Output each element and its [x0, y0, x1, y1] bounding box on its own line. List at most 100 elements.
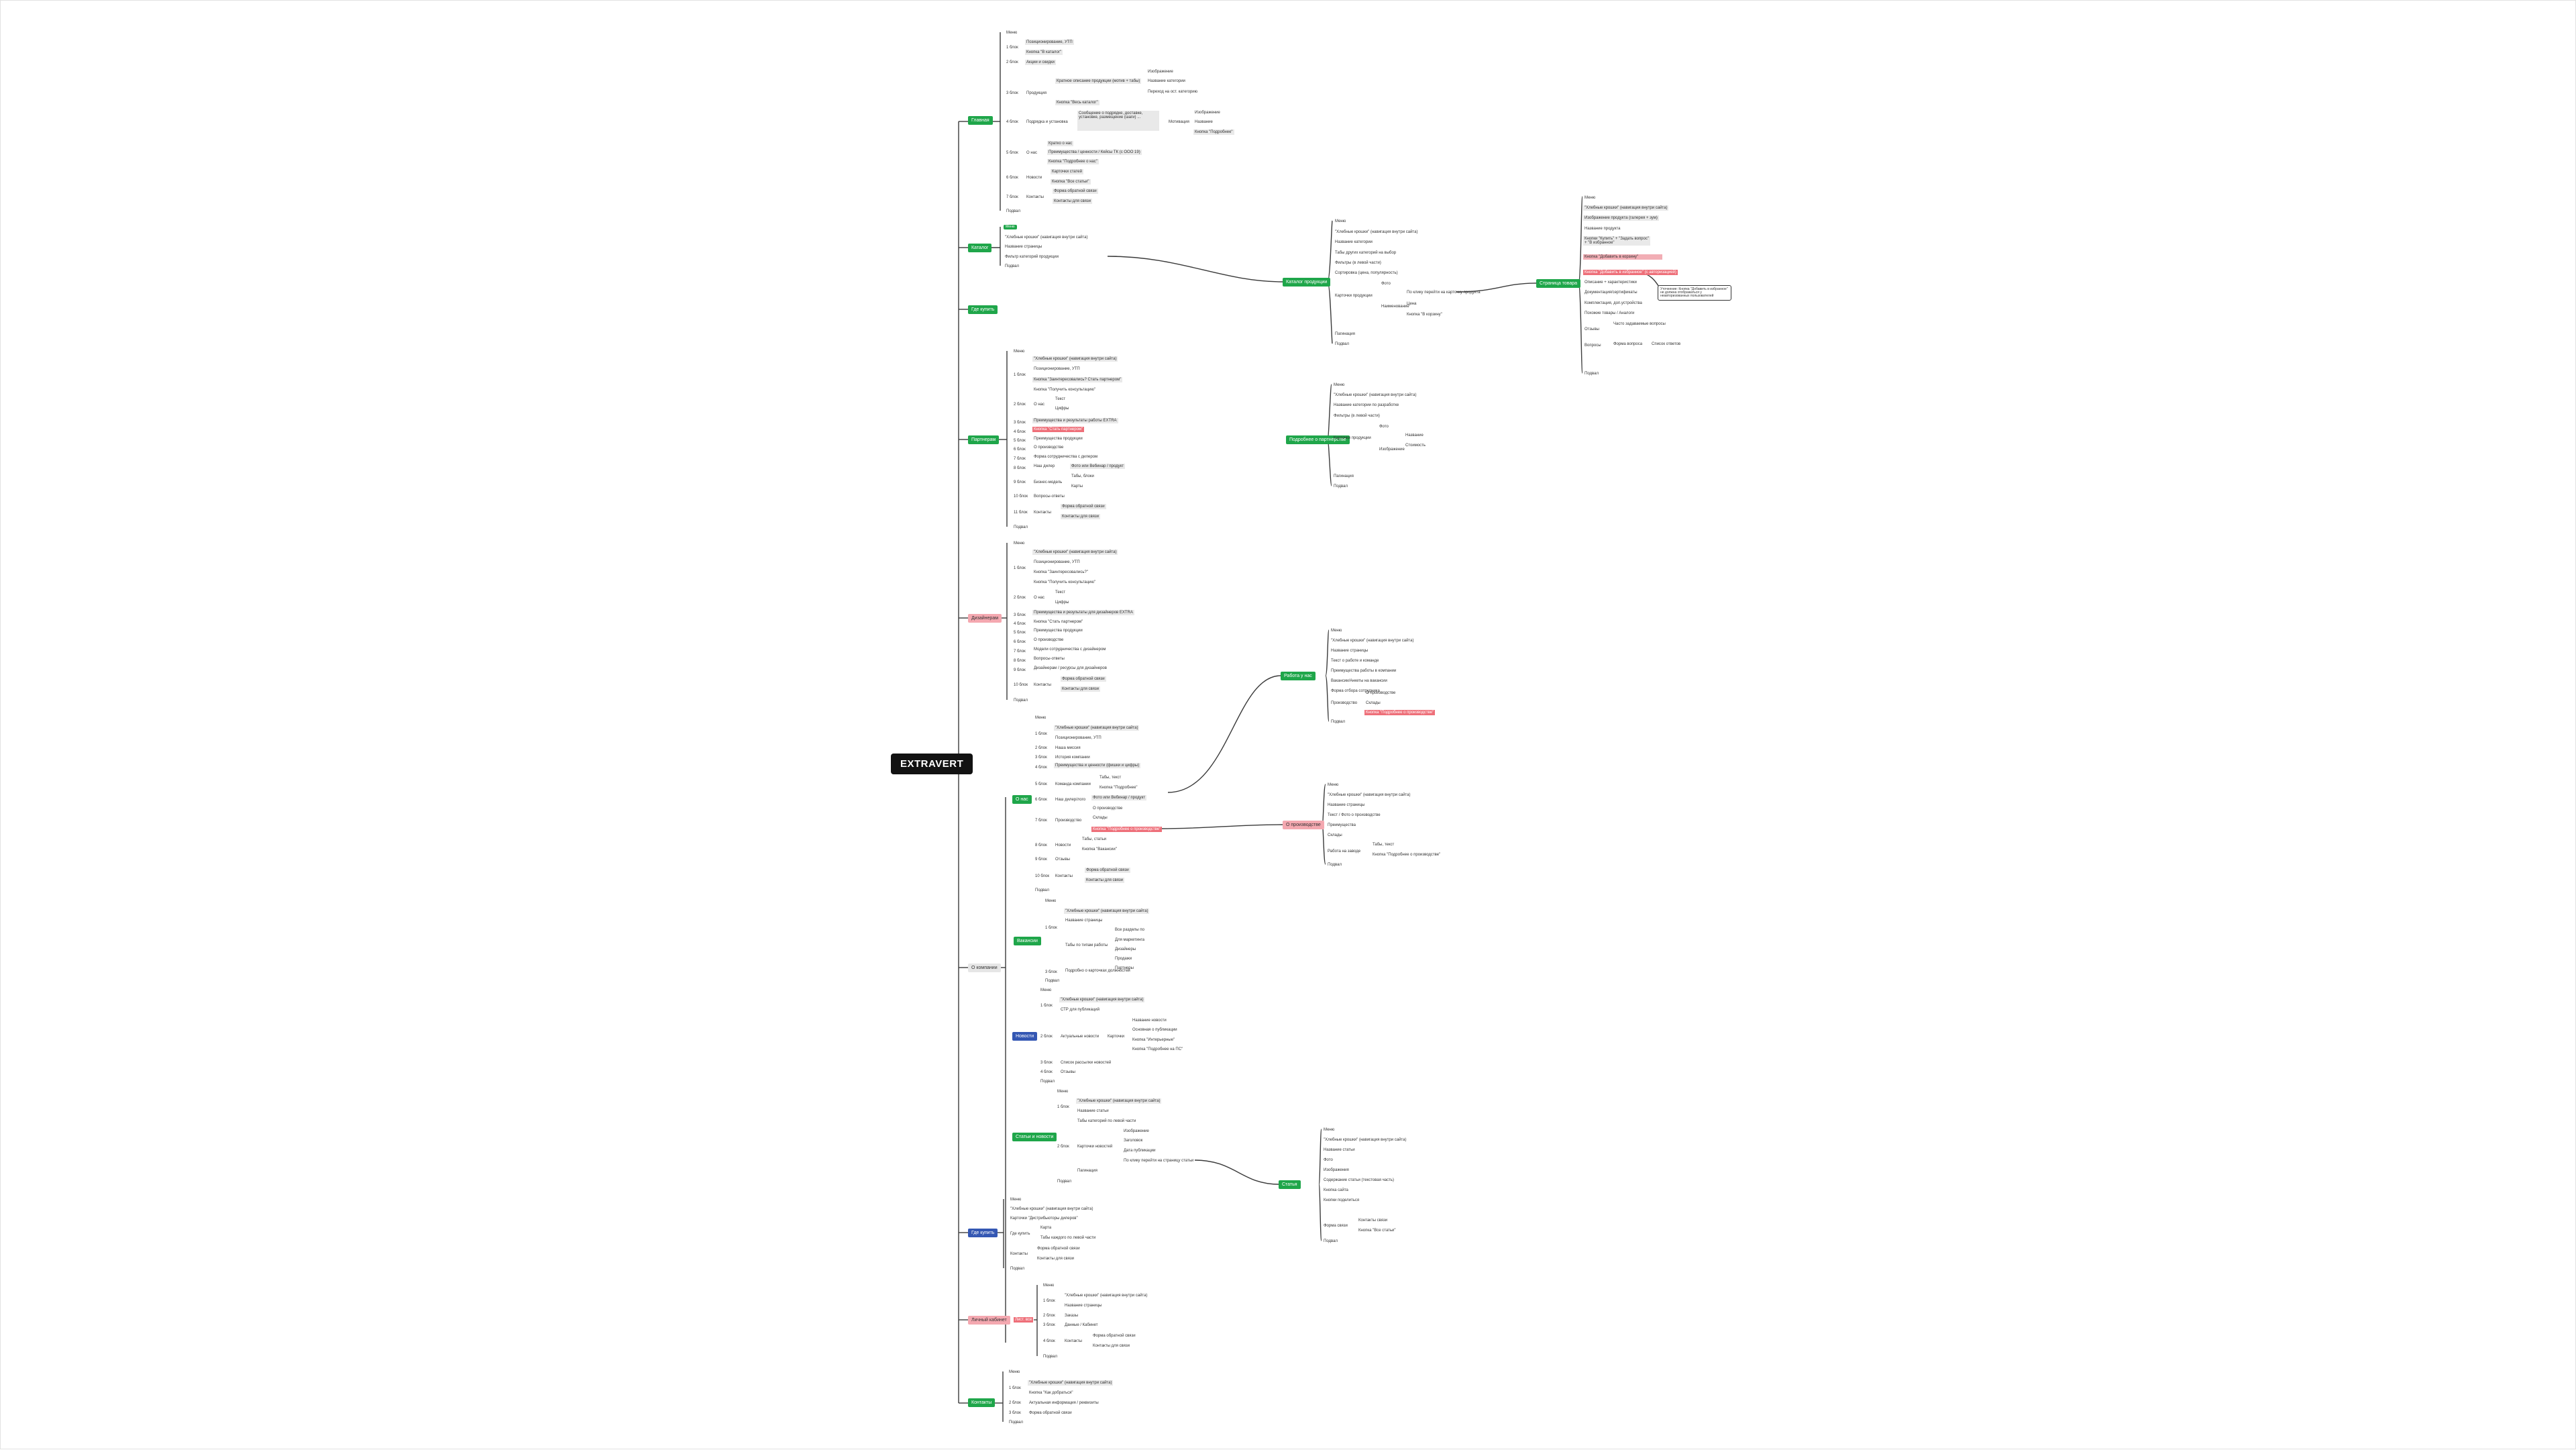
statya-forma-leaf: Контакты связи — [1358, 1219, 1388, 1223]
section-postavshchikam[interactable]: Где купить — [968, 305, 998, 314]
dizayneram-menu: Меню — [1014, 541, 1025, 546]
product-footer: Подвал — [1585, 372, 1599, 376]
product-item: Меню — [1585, 196, 1596, 200]
partneram-b1: 1 блок — [1014, 373, 1026, 377]
section-gde-kupit[interactable]: Где купить — [968, 1229, 998, 1237]
page-rabota[interactable]: Работа у нас — [1281, 672, 1316, 680]
section-glavnaya[interactable]: Главная — [968, 116, 993, 125]
o-nas-b8: 8 блок — [1035, 843, 1047, 847]
page-product[interactable]: Страница товара — [1536, 279, 1581, 288]
o-nas-b8-item: Кнопка "Вакансии" — [1082, 847, 1117, 851]
vakansii-b2-item: Дизайнеры — [1115, 947, 1136, 951]
catalog-page-item: Сортировка (цена, популярность) — [1335, 271, 1398, 275]
product-item: Название продукта — [1585, 227, 1621, 231]
glavnaya-footer: Подвал — [1006, 209, 1020, 213]
connector-line — [1322, 784, 1326, 825]
section-lichny-kabinet[interactable]: Личный кабинет — [968, 1316, 1010, 1325]
partneram-b11: 11 блок — [1014, 511, 1028, 515]
kontakty-b3-item: Форма обратной связи — [1029, 1411, 1072, 1415]
partner-cards-leaf: Фото — [1379, 425, 1389, 429]
kontakty-b1-item: Кнопка "Как добраться" — [1029, 1391, 1073, 1395]
katalog-footer: Подвал — [1005, 264, 1019, 268]
gde-kupit-item: Меню — [1010, 1198, 1022, 1202]
rabota-item: Преимущества работы в компании — [1331, 669, 1397, 673]
rabota-prod: Производство — [1331, 701, 1358, 705]
catalog-page-item: "Хлебные крошки" (навигация внутри сайта… — [1335, 230, 1418, 234]
partneram-b6: 6 блок — [1014, 448, 1026, 452]
sub-stati[interactable]: Статьи и новости — [1012, 1133, 1057, 1141]
section-katalog[interactable]: Каталог — [968, 244, 992, 252]
kontakty-b1-item: "Хлебные крошки" (навигация внутри сайта… — [1028, 1380, 1114, 1386]
lichny-b2: 2 блок — [1043, 1314, 1055, 1318]
product-item2: Отзывы — [1585, 327, 1599, 331]
o-nas-footer: Подвал — [1035, 888, 1049, 892]
o-nas-b7-item: О производстве — [1093, 807, 1123, 811]
sub-novosti[interactable]: Новости — [1012, 1032, 1038, 1041]
connector-line — [1107, 256, 1283, 282]
dizayneram-b2-item: Цифры — [1055, 601, 1069, 605]
o-proizv-item: Меню — [1328, 783, 1339, 787]
partneram-b5: 5 блок — [1014, 439, 1026, 443]
connector-line — [1327, 384, 1332, 440]
page-o-proizvodstve[interactable]: О производстве — [1283, 821, 1324, 829]
partneram-b10: 10 блок — [1014, 495, 1028, 499]
partner-page-item: Фильтры (в левой части) — [1334, 414, 1380, 418]
section-dizayneram[interactable]: Дизайнерам — [968, 614, 1002, 623]
gde-kupit-sub-item: Карта — [1040, 1226, 1052, 1230]
gde-kupit-kontakty: Контакты — [1010, 1252, 1028, 1256]
o-nas-b1-item: "Хлебные крошки" (навигация внутри сайта… — [1054, 725, 1140, 731]
o-nas-b4: 4 блок — [1035, 766, 1047, 770]
novosti-b1-item: СТР для публикаций — [1061, 1008, 1099, 1012]
partneram-b3: 3 блок — [1014, 421, 1026, 425]
glavnaya-b6-item: Кнопка "Все статьи" — [1051, 179, 1091, 185]
partneram-b7: 7 блок — [1014, 457, 1026, 461]
partneram-b1-item: Кнопка "Получить консультацию" — [1034, 388, 1096, 392]
kontakty-b1: 1 блок — [1009, 1386, 1021, 1390]
product-item: Изображение продукта (галерея + зум) — [1583, 215, 1659, 221]
o-nas-b3: 3 блок — [1035, 756, 1047, 760]
connector-line — [1194, 1159, 1279, 1185]
sub-o-nas[interactable]: О нас — [1012, 795, 1032, 804]
o-nas-b10-item: Форма обратной связи — [1085, 868, 1130, 873]
rabota-item: Вакансии/Анкеты на вакансии — [1331, 679, 1387, 683]
glavnaya-b3-leaf: Переход на ост. категорию — [1148, 90, 1198, 94]
dizayneram-b3: 3 блок — [1014, 613, 1026, 617]
product-add-favorite: Кнопка "Добавить в избранное" (с авториз… — [1583, 270, 1678, 275]
partneram-b9-item: Табы, блоки — [1071, 474, 1094, 478]
lichny-b1-item: "Хлебные крошки" (навигация внутри сайта… — [1065, 1294, 1148, 1298]
page-statya[interactable]: Статья — [1279, 1180, 1301, 1189]
lichny-b4-item: Форма обратной связи — [1093, 1334, 1136, 1338]
section-kontakty[interactable]: Контакты — [968, 1398, 996, 1407]
stati-b2-leaf: Дата публикации — [1124, 1149, 1156, 1153]
o-proizv-rabota-leaf: Табы, текст — [1373, 843, 1395, 847]
product-item2: Документация/сертификаты — [1585, 291, 1638, 295]
glavnaya-b6: 6 блок — [1006, 176, 1018, 180]
root-node[interactable]: EXTRAVERT — [891, 754, 973, 774]
partner-cards-leaf: Название — [1405, 433, 1424, 437]
o-nas-b5-title: Команда компании — [1055, 782, 1091, 786]
vakansii-menu: Меню — [1045, 899, 1057, 903]
stati-b2-leaf: Заголовок — [1124, 1139, 1143, 1143]
glavnaya-b6-item: Карточки статей — [1051, 169, 1083, 174]
partneram-footer: Подвал — [1014, 525, 1028, 529]
dizayneram-b1-item: Кнопка "Получить консультацию" — [1034, 580, 1096, 584]
novosti-b3-item: Список рассылки новостей — [1061, 1061, 1112, 1065]
connector-line — [1325, 675, 1330, 722]
partneram-b11-item: Контакты для связи — [1061, 514, 1100, 519]
lichny-b1-item: Название страницы — [1065, 1304, 1102, 1308]
stati-b2-leaf: Изображение — [1124, 1129, 1149, 1133]
page-partner-detail[interactable]: Подробнее о партнерстве — [1286, 435, 1350, 444]
stati-b1-item: "Хлебные крошки" (навигация внутри сайта… — [1076, 1098, 1162, 1104]
page-catalog-products[interactable]: Каталог продукции — [1283, 278, 1331, 287]
section-partneram[interactable]: Партнерам — [968, 435, 1000, 444]
o-nas-b3-item: История компании — [1055, 756, 1090, 760]
dizayneram-b8: 8 блок — [1014, 659, 1026, 663]
partneram-b8-title: Наш дилер — [1034, 464, 1055, 468]
section-o-kompanii[interactable]: О компании — [968, 964, 1001, 972]
dizayneram-b2: 2 блок — [1014, 596, 1026, 600]
sub-vakansii[interactable]: Вакансии — [1014, 937, 1041, 945]
dizayneram-b10-title: Контакты — [1034, 683, 1051, 687]
kontakty-menu: Меню — [1009, 1370, 1020, 1374]
partneram-b7-item: Форма сотрудничества с дилером — [1034, 455, 1098, 459]
dizayneram-b5: 5 блок — [1014, 631, 1026, 635]
